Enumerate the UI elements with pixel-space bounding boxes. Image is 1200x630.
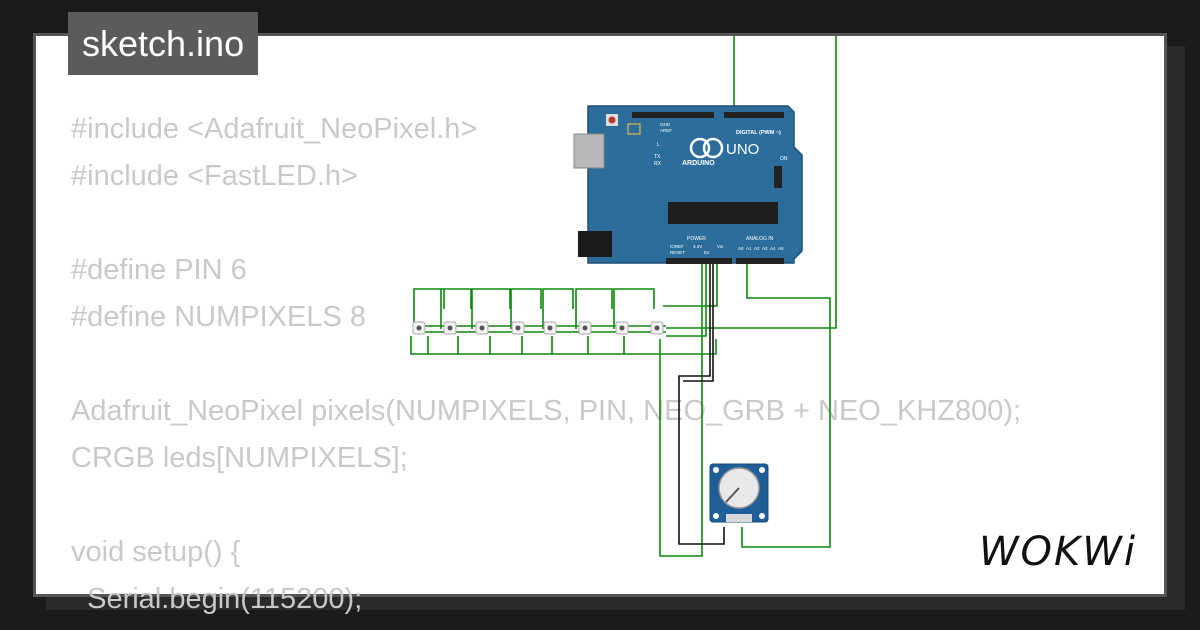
code-line: #define NUMPIXELS 8 bbox=[71, 301, 366, 333]
code-line: #define PIN 6 bbox=[71, 254, 247, 286]
preview-canvas: #include <Adafruit_NeoPixel.h> #include <… bbox=[33, 33, 1167, 615]
potentiometer[interactable] bbox=[709, 463, 769, 523]
green-wires bbox=[410, 36, 837, 557]
code-line: #include <Adafruit_NeoPixel.h> bbox=[71, 113, 478, 145]
code-line: Serial.begin(115200); bbox=[71, 583, 363, 615]
board-rx-label: RX bbox=[654, 161, 662, 167]
circuit-diagram: UNO ARDUINO DIGITAL (PWM ~) POWER ANALOG… bbox=[410, 36, 837, 557]
board-power-label: POWER bbox=[687, 236, 706, 242]
board-tx-label: TX bbox=[654, 154, 661, 160]
board-gnd-label: GND bbox=[660, 122, 671, 127]
board-a3-label: A3 bbox=[762, 246, 768, 251]
board-a0-label: A0 bbox=[738, 246, 744, 251]
board-model: UNO bbox=[726, 141, 759, 158]
board-aref-label: AREF bbox=[660, 128, 672, 133]
board-reset-label: RESET bbox=[670, 250, 685, 255]
board-on-label: ON bbox=[780, 156, 788, 162]
board-vin-label: Vin bbox=[717, 244, 724, 249]
frame-shadow-bottom bbox=[46, 597, 1185, 610]
board-brand: ARDUINO bbox=[682, 160, 715, 167]
file-tab[interactable]: sketch.ino bbox=[68, 12, 259, 75]
code-line: CRGB leds[NUMPIXELS]; bbox=[71, 442, 408, 474]
board-a2-label: A2 bbox=[754, 246, 760, 251]
logo-text: WOKWi bbox=[979, 529, 1137, 575]
board-5v-label: 5V bbox=[704, 250, 710, 255]
code-line: void setup() { bbox=[71, 536, 241, 568]
board-l-label: L bbox=[657, 142, 660, 148]
code-line: #include <FastLED.h> bbox=[71, 160, 358, 192]
black-wires bbox=[678, 256, 725, 545]
wokwi-logo: WOKWi bbox=[979, 529, 1137, 575]
code-line: Adafruit_NeoPixel pixels(NUMPIXELS, PIN,… bbox=[71, 395, 1022, 427]
board-digital-label: DIGITAL (PWM ~) bbox=[736, 130, 781, 136]
frame-shadow-right bbox=[1167, 46, 1185, 610]
board-analog-label: ANALOG IN bbox=[746, 236, 774, 242]
board-a5-label: A5 bbox=[778, 246, 784, 251]
board-a4-label: A4 bbox=[770, 246, 776, 251]
code-editor: #include <Adafruit_NeoPixel.h> #include <… bbox=[71, 106, 1021, 623]
board-a1-label: A1 bbox=[746, 246, 752, 251]
neopixel-strip bbox=[412, 321, 664, 335]
arduino-uno-board[interactable]: UNO ARDUINO DIGITAL (PWM ~) POWER ANALOG… bbox=[573, 105, 803, 264]
board-3v3-label: 3.3V bbox=[693, 244, 702, 249]
board-ioref-label: IOREF bbox=[670, 244, 684, 249]
